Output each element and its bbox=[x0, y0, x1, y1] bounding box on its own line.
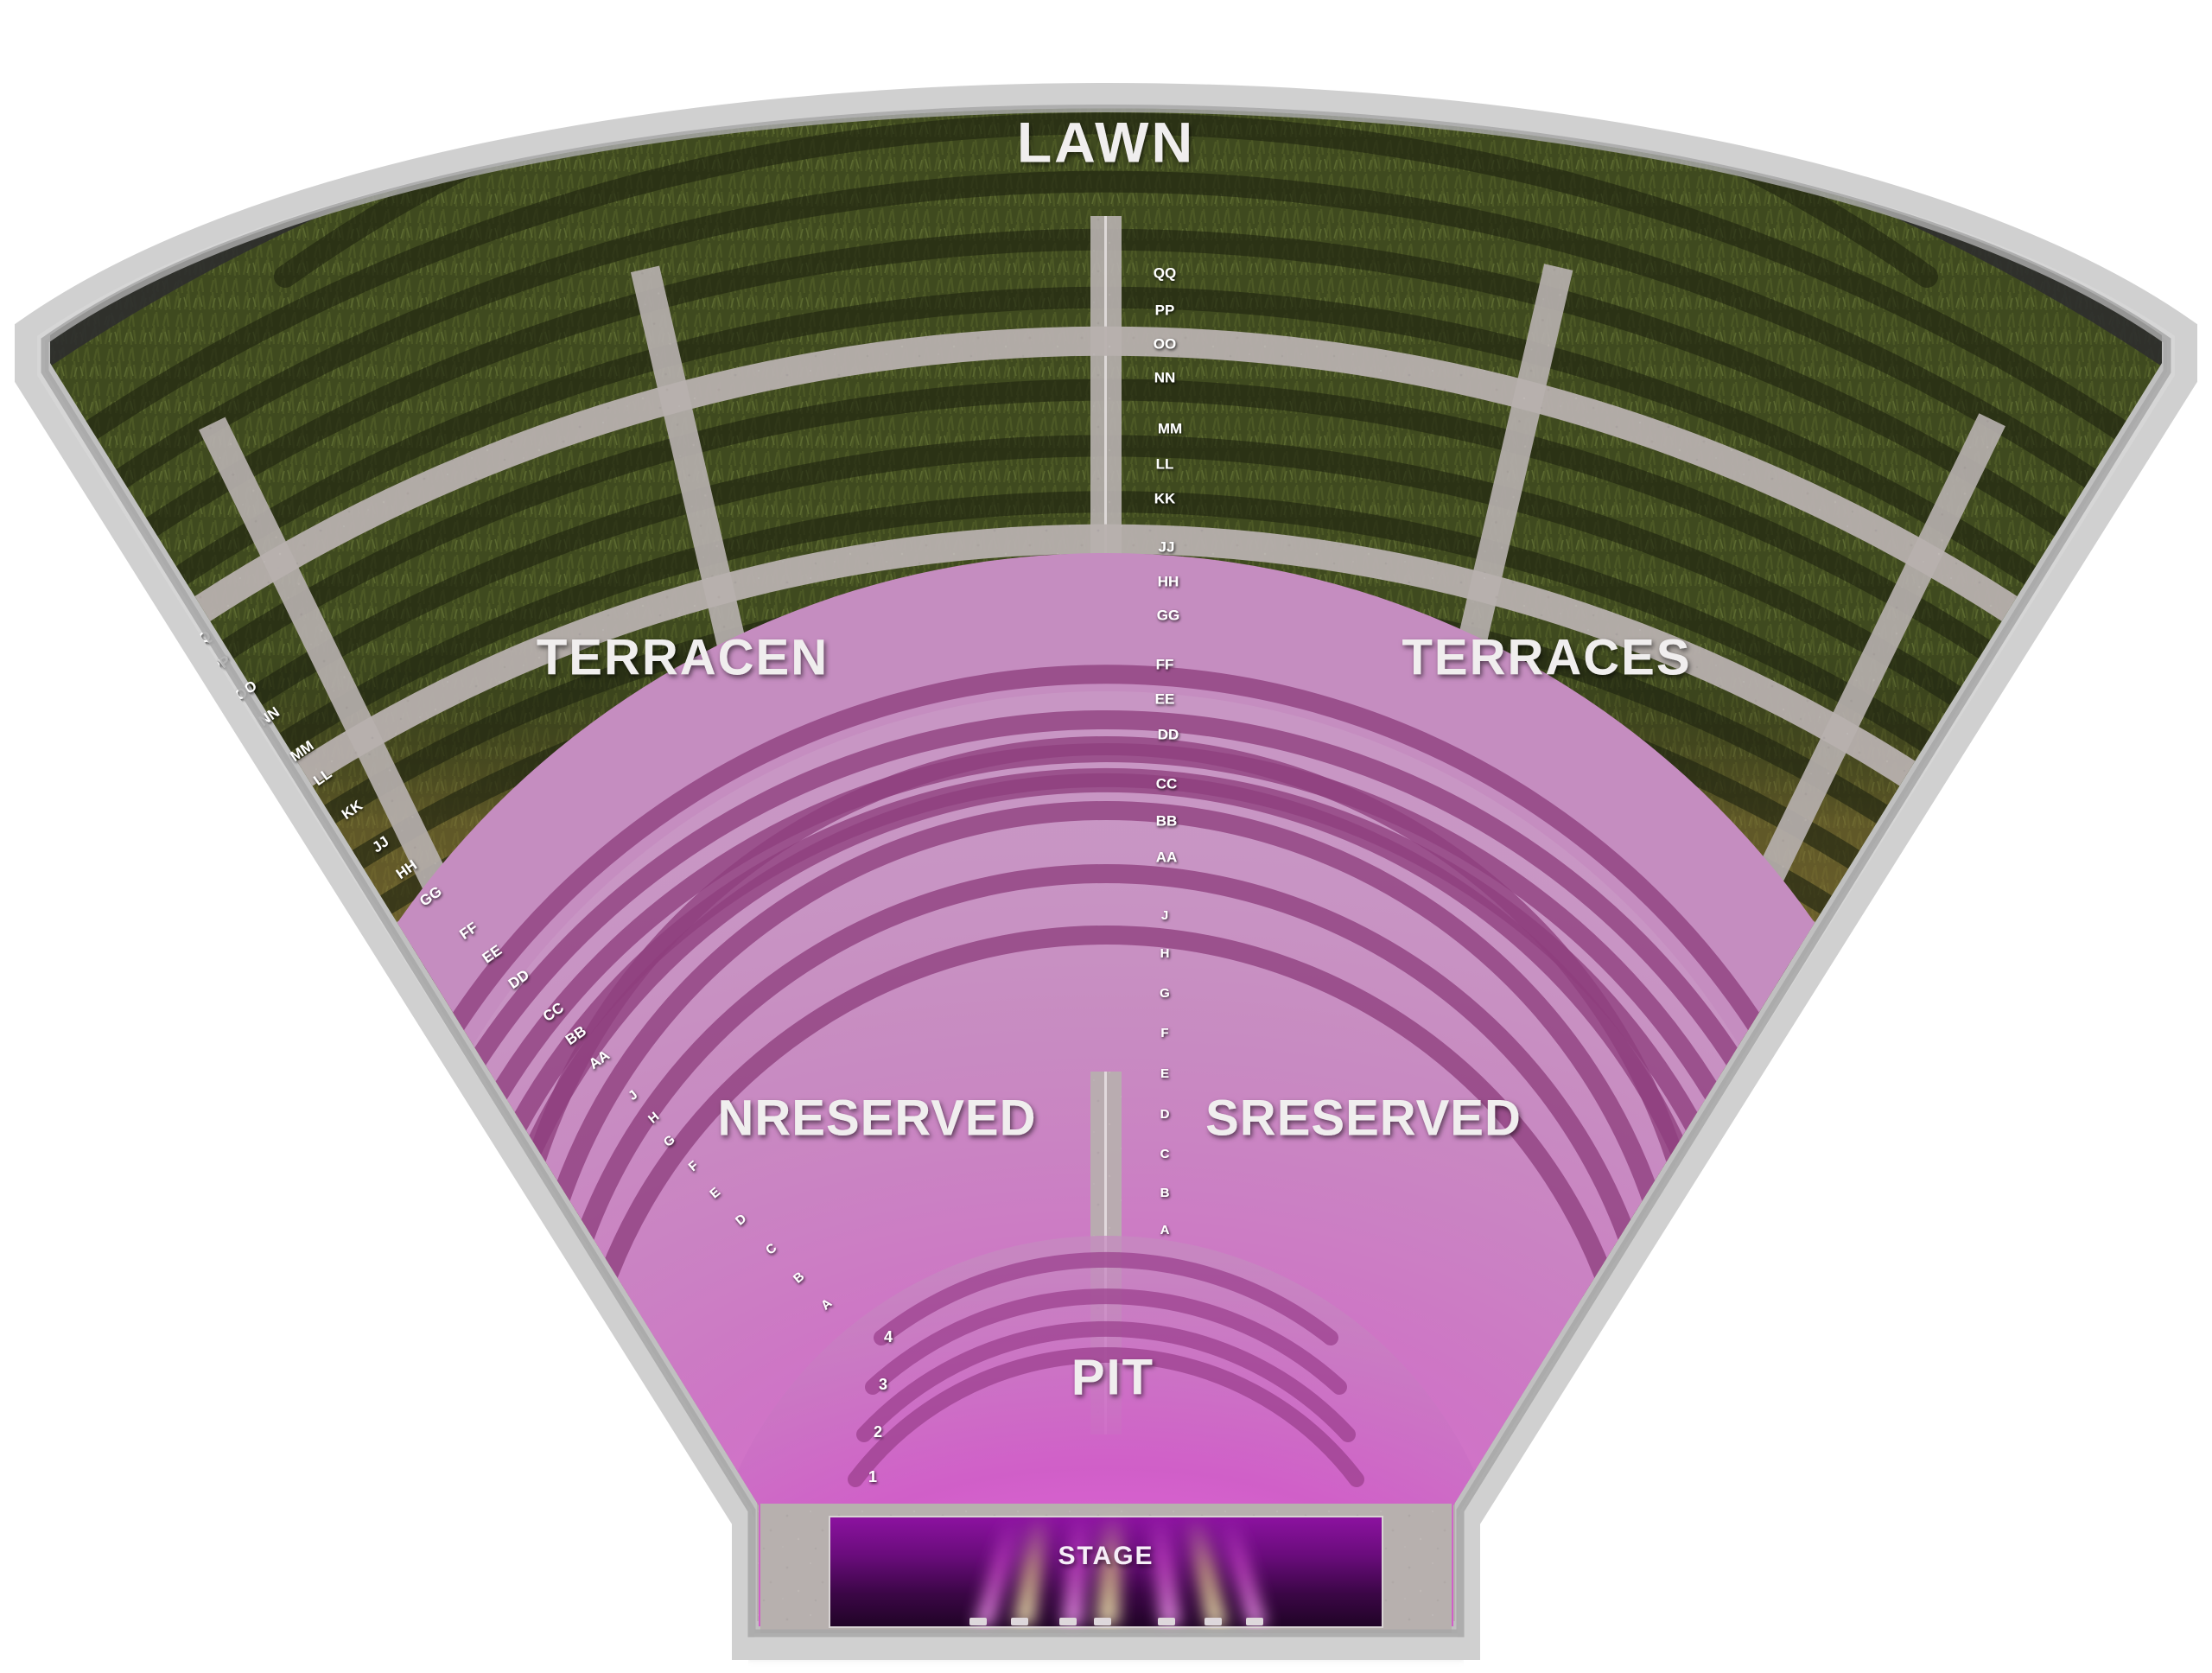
row-label-QQ: QQ bbox=[1154, 264, 1176, 281]
row-label-pit-3: 3 bbox=[879, 1376, 887, 1393]
row-label-BB: BB bbox=[1156, 812, 1178, 829]
row-label-F: F bbox=[1160, 1026, 1168, 1040]
reserved-north-label: NRESERVED bbox=[718, 1090, 1037, 1146]
row-label-PP: PP bbox=[1155, 302, 1175, 318]
row-label-DD: DD bbox=[1158, 726, 1179, 742]
row-label-LL: LL bbox=[1156, 455, 1174, 472]
row-label-C: C bbox=[1160, 1147, 1170, 1161]
row-label-D: D bbox=[1160, 1107, 1170, 1122]
venue-rim-overlay bbox=[15, 83, 2197, 1660]
pit-label: PIT bbox=[1071, 1349, 1154, 1405]
row-label-EE: EE bbox=[1155, 690, 1175, 707]
row-label-H: H bbox=[1160, 946, 1170, 961]
row-labels-center-right: QQ PP OO NN MM LL KK JJ HH GG FF EE DD C… bbox=[1154, 264, 1182, 1237]
stage-light-fixtures bbox=[969, 1618, 1263, 1625]
lawn-label: LAWN bbox=[1017, 110, 1195, 174]
row-label-FF: FF bbox=[1156, 656, 1174, 672]
row-labels-pit: 4 3 2 1 bbox=[868, 1328, 893, 1485]
row-label-J: J bbox=[1161, 908, 1168, 923]
terrace-north-label: TERRACEN bbox=[537, 629, 829, 685]
stage-light-beams bbox=[975, 1517, 1267, 1626]
mask-right bbox=[1464, 259, 2212, 1673]
reserved-rows bbox=[397, 665, 1815, 1479]
stage-area[interactable]: STAGE bbox=[760, 1504, 1452, 1633]
row-label-B: B bbox=[1160, 1186, 1170, 1200]
reserved-south-label: SRESERVED bbox=[1205, 1090, 1522, 1146]
row-label-pit-2: 2 bbox=[874, 1423, 882, 1441]
stage-label: STAGE bbox=[1058, 1542, 1154, 1570]
row-label-pit-1: 1 bbox=[868, 1468, 877, 1485]
row-label-CC: CC bbox=[1156, 775, 1178, 792]
row-label-JJ: JJ bbox=[1159, 538, 1175, 555]
row-label-E: E bbox=[1160, 1066, 1169, 1081]
row-label-GG: GG bbox=[1157, 607, 1179, 623]
mask-left bbox=[0, 259, 748, 1673]
pit-rows bbox=[848, 1251, 1364, 1487]
row-label-NN: NN bbox=[1154, 369, 1176, 385]
row-label-AA: AA bbox=[1156, 849, 1178, 865]
row-label-HH: HH bbox=[1158, 573, 1179, 589]
row-label-KK: KK bbox=[1154, 490, 1176, 506]
row-label-MM: MM bbox=[1158, 420, 1182, 436]
row-label-pit-4: 4 bbox=[884, 1328, 893, 1345]
row-label-G: G bbox=[1160, 986, 1170, 1001]
row-label-A: A bbox=[1160, 1223, 1170, 1237]
terrace-south-label: TERRACES bbox=[1402, 629, 1691, 685]
row-label-OO: OO bbox=[1154, 335, 1176, 352]
